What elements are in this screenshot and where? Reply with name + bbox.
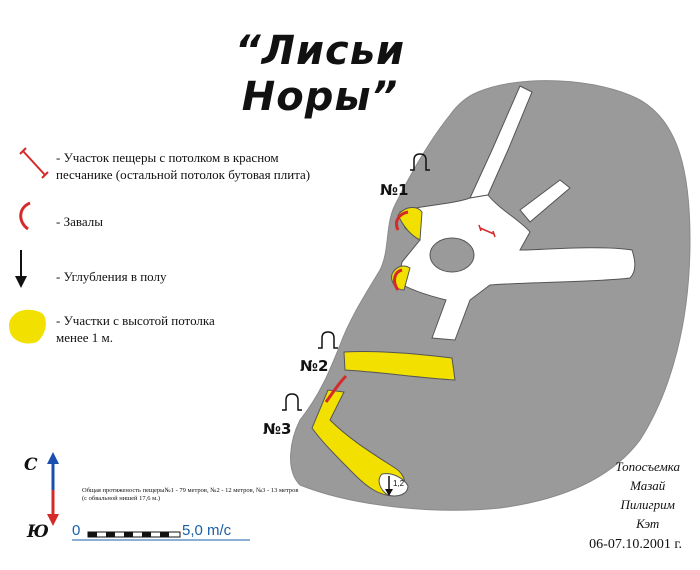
entrance-symbol-1 xyxy=(410,153,430,171)
credits-name: Мазай xyxy=(630,478,666,493)
collapse-icon xyxy=(19,201,31,231)
red-ceiling-segment-icon xyxy=(19,147,49,179)
low-ceiling-area xyxy=(397,207,423,241)
floor-depression-arrow-icon xyxy=(15,250,27,288)
collapse-marker xyxy=(393,268,403,291)
compass-north-label: С xyxy=(24,455,38,475)
low-ceiling-area-icon xyxy=(9,309,46,344)
credits-heading: Топосъемка xyxy=(615,459,680,474)
scale-zero-label: 0 xyxy=(72,522,81,539)
entrance-label-3: №3 xyxy=(263,420,292,438)
survey-date: 06-07.10.2001 г. xyxy=(589,537,682,552)
entrance-symbol-2 xyxy=(318,331,338,349)
entrance-label-1: №1 xyxy=(380,181,409,199)
map-title: “Лисьи Норы” xyxy=(234,28,406,120)
length-note: Общая протяженость пещеры№1 - 79 метров,… xyxy=(82,487,299,502)
depression-depth-label: 1,2 xyxy=(393,479,405,488)
entrance-label-2: №2 xyxy=(300,357,329,375)
entrance-symbol-3 xyxy=(282,393,302,411)
floor-depression-marker xyxy=(385,476,393,496)
cave-passage-2 xyxy=(343,350,456,381)
legend-low-ceiling: - Участки с высотой потолка менее 1 м. xyxy=(56,313,215,345)
scale-labels: 0 5,0 m/c xyxy=(72,514,262,544)
survey-credits: Топосъемка Мазай Пилигрим Кэт xyxy=(615,457,680,533)
legend-floor-depressions: - Углубления в полу xyxy=(56,269,167,284)
credits-name: Пилигрим xyxy=(620,497,675,512)
rock-massif xyxy=(290,80,691,511)
compass-arrow xyxy=(47,452,59,526)
legend-red-ceiling: - Участок пещеры с потолком в красном пе… xyxy=(56,150,311,182)
legend-collapses: - Завалы xyxy=(56,214,103,229)
scale-max-label: 5,0 m/c xyxy=(182,522,232,539)
cave-passages-1 xyxy=(397,85,636,341)
collapse-marker xyxy=(324,374,348,403)
credits-name: Кэт xyxy=(636,516,660,531)
collapse-marker xyxy=(394,210,409,231)
red-ceiling-segment xyxy=(478,224,496,238)
scale-bar xyxy=(72,531,250,541)
compass-south-label: Ю xyxy=(27,522,49,542)
